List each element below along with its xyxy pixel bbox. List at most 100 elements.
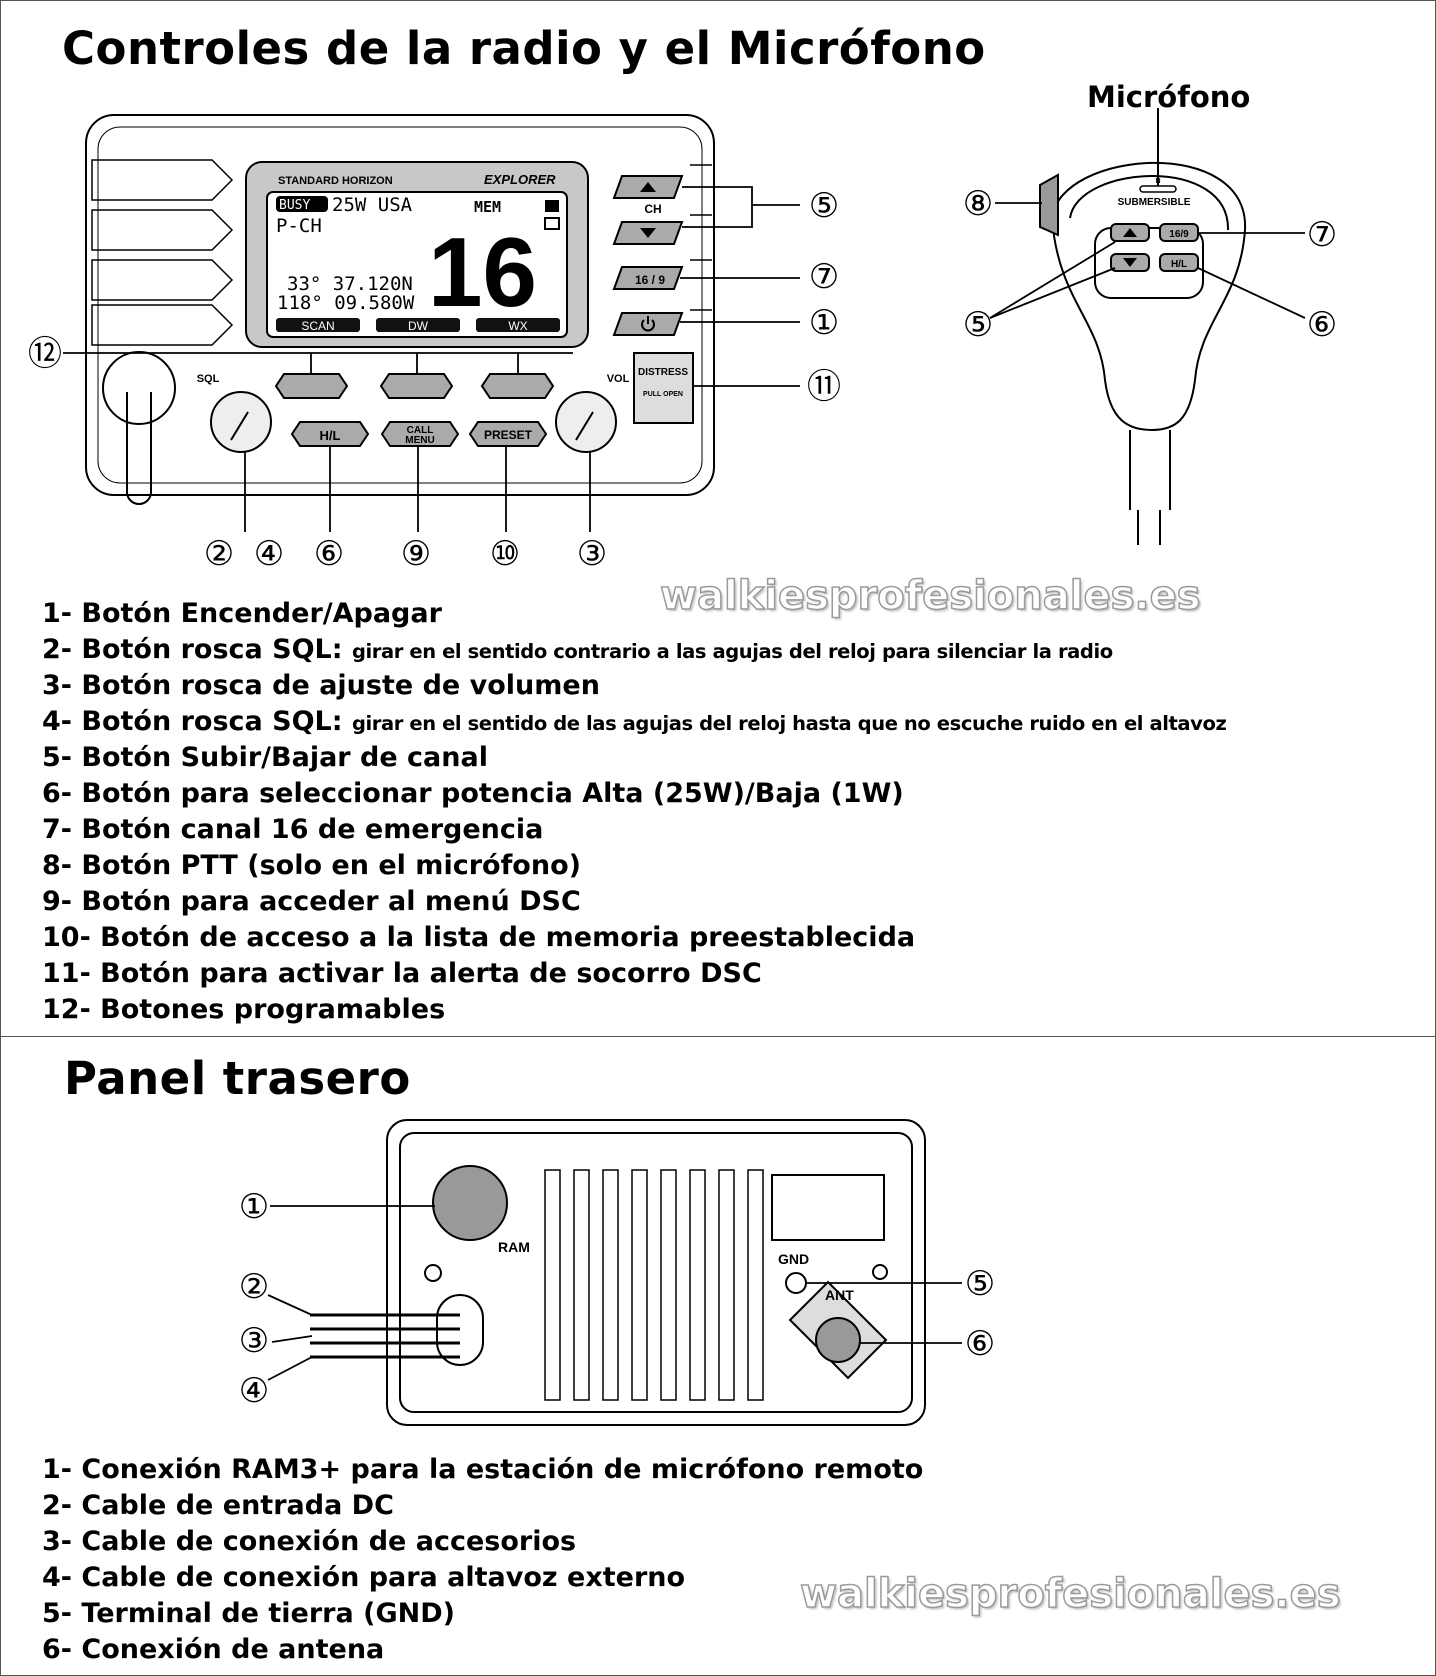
callout-5: ⑤ xyxy=(809,186,839,226)
callout-9: ⑨ xyxy=(401,534,431,574)
ant-label: ANT xyxy=(825,1287,854,1303)
microphone xyxy=(1039,161,1247,545)
rear-panel-list: 1- Conexión RAM3+ para la estación de mi… xyxy=(42,1452,923,1668)
rear-callout-3: ③ xyxy=(239,1322,269,1360)
front-item-11: 11- Botón para activar la alerta de soco… xyxy=(42,958,762,989)
cables xyxy=(310,1313,460,1359)
rear-callout-6: ⑥ xyxy=(965,1325,995,1363)
front-item-3: 3- Botón rosca de ajuste de volumen xyxy=(42,670,600,701)
pch-label: P-CH xyxy=(276,215,322,237)
front-item-10: 10- Botón de acceso a la lista de memori… xyxy=(42,922,916,953)
rear-item-6: 6- Conexión de antena xyxy=(42,1634,385,1665)
front-item-5: 5- Botón Subir/Bajar de canal xyxy=(42,742,488,773)
softkey-button-2[interactable] xyxy=(379,373,454,399)
signal-icon xyxy=(545,200,559,212)
rear-item-1: 1- Conexión RAM3+ para la estación de mi… xyxy=(42,1454,924,1485)
mic-169-label: 16/9 xyxy=(1169,229,1189,240)
softkey-scan: SCAN xyxy=(301,319,334,333)
sql-label: SQL xyxy=(197,373,220,385)
hl-label: H/L xyxy=(320,428,341,443)
longitude: 118° 09.580W xyxy=(277,292,415,314)
ram-label: RAM xyxy=(498,1239,530,1255)
front-item-8: 8- Botón PTT (solo en el micrófono) xyxy=(42,850,581,881)
mic-hl-button[interactable] xyxy=(1159,253,1199,272)
mic-title: Micrófono xyxy=(1087,80,1251,114)
callout-1: ① xyxy=(809,303,839,343)
front-item-7: 7- Botón canal 16 de emergencia xyxy=(42,814,544,845)
front-item-2: 2- Botón rosca SQL: girar en el sentido … xyxy=(42,634,1113,665)
brand-label: STANDARD HORIZON xyxy=(278,175,393,187)
callout-2: ② xyxy=(204,534,234,574)
callout-3: ③ xyxy=(577,534,607,574)
distress-label: DISTRESS xyxy=(638,367,688,378)
power-region: 25W USA xyxy=(332,194,413,216)
distress-button[interactable] xyxy=(633,352,694,424)
rear-leader-lines xyxy=(267,1205,962,1381)
softkey-labels: SCAN DW WX xyxy=(276,318,560,333)
rear-panel-body xyxy=(386,1119,926,1426)
power-icon xyxy=(641,316,655,332)
callout-7: ⑦ xyxy=(809,257,839,297)
busy-badge xyxy=(276,196,328,212)
call-menu-button[interactable] xyxy=(380,421,460,447)
mic-callout-6: ⑥ xyxy=(1307,306,1337,344)
rear-callout-1: ① xyxy=(239,1188,269,1226)
gnd-terminal xyxy=(785,1272,807,1294)
softkey-wx: WX xyxy=(508,319,527,333)
model-label: EXPLORER xyxy=(484,172,556,187)
rear-item-4: 4- Cable de conexión para altavoz extern… xyxy=(42,1562,686,1593)
preset-label: PRESET xyxy=(484,428,533,442)
mic-submersible-label: SUBMERSIBLE xyxy=(1118,197,1191,208)
mic-arrow-down-icon xyxy=(1123,258,1137,267)
callout-11: ⑪ xyxy=(807,367,841,407)
speaker-grille xyxy=(91,159,712,346)
callout-12: ⑫ xyxy=(28,334,62,374)
preset-button[interactable] xyxy=(468,421,548,447)
gnd-label: GND xyxy=(778,1251,809,1267)
callout-6: ⑥ xyxy=(314,534,344,574)
call-label: CALL xyxy=(407,425,434,436)
mic-arrow-up-icon xyxy=(1123,228,1137,237)
rear-item-2: 2- Cable de entrada DC xyxy=(42,1490,394,1521)
rear-callout-4: ④ xyxy=(239,1372,269,1410)
mic-leader-lines xyxy=(989,202,1306,319)
section-divider xyxy=(0,1036,1436,1037)
btn-169-label: 16 / 9 xyxy=(635,273,665,287)
front-title: Controles de la radio y el Micrófono xyxy=(62,22,986,75)
arrow-up-icon xyxy=(640,182,656,192)
callout-4: ④ xyxy=(254,534,284,574)
button-16-9[interactable] xyxy=(612,266,684,290)
front-item-6: 6- Botón para seleccionar potencia Alta … xyxy=(42,778,904,809)
ch-label: CH xyxy=(644,202,661,216)
rear-title: Panel trasero xyxy=(64,1052,411,1105)
rear-item-5: 5- Terminal de tierra (GND) xyxy=(42,1598,455,1629)
front-item-9: 9- Botón para acceder al menú DSC xyxy=(42,886,581,917)
radio-body xyxy=(85,114,715,496)
vol-label: VOL xyxy=(607,373,630,385)
softkey-button-3[interactable] xyxy=(480,373,555,399)
front-item-1: 1- Botón Encender/Apagar xyxy=(42,598,442,629)
mem-label: MEM xyxy=(474,198,501,216)
front-item-12: 12- Botones programables xyxy=(42,994,446,1025)
latitude: 33° 37.120N xyxy=(287,273,413,295)
rear-item-3: 3- Cable de conexión de accesorios xyxy=(42,1526,577,1557)
hl-button[interactable] xyxy=(290,421,370,447)
mic-callout-7: ⑦ xyxy=(1307,216,1337,254)
softkey-dw: DW xyxy=(408,319,429,333)
channel-number: 16 xyxy=(428,217,537,327)
mic-indicator xyxy=(1139,185,1177,193)
pull-open-label: PULL OPEN xyxy=(643,391,683,398)
mic-n-label: N xyxy=(1155,178,1160,185)
menu-label: MENU xyxy=(405,435,434,446)
arrow-down-icon xyxy=(640,228,656,238)
mic-cord xyxy=(102,351,176,505)
rear-callout-5: ⑤ xyxy=(965,1265,995,1303)
rear-callout-2: ② xyxy=(239,1268,269,1306)
callout-10: ⑩ xyxy=(490,534,520,574)
message-icon xyxy=(544,217,560,230)
front-item-4: 4- Botón rosca SQL: girar en el sentido … xyxy=(42,706,1227,737)
softkey-button-1[interactable] xyxy=(274,373,349,399)
mic-callout-5: ⑤ xyxy=(963,306,993,344)
radio-front-diagram: STANDARD HORIZON EXPLORER BUSY 25W USA P… xyxy=(28,108,1337,574)
